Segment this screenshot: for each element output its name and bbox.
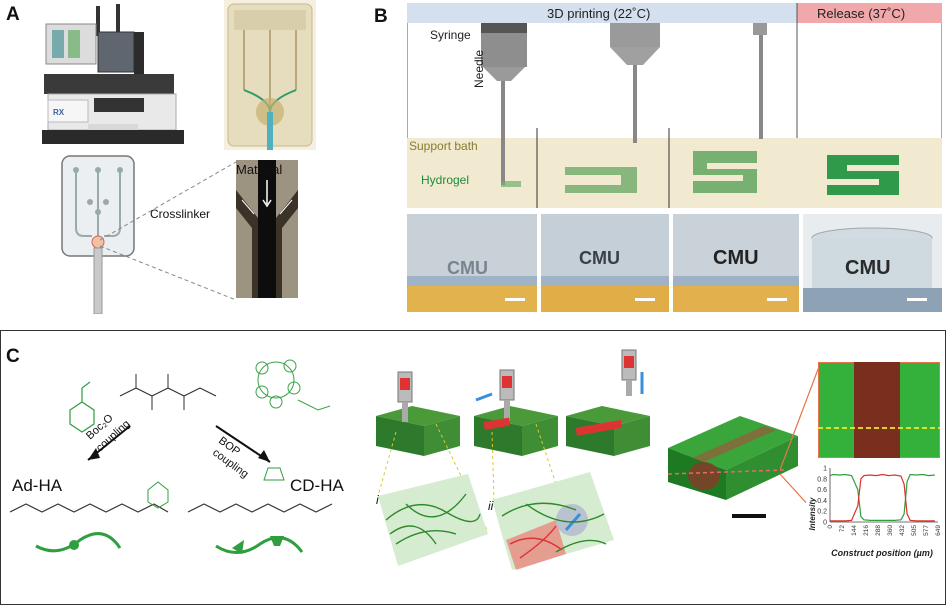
panel-b-label: B: [374, 6, 388, 27]
confocal-image: [818, 362, 940, 458]
ad-ha-label: Ad-HA: [12, 476, 63, 495]
support-bath-label: Support bath: [409, 139, 478, 153]
crosslinker-label: Crosslinker: [150, 207, 211, 221]
chip-schematic: [61, 155, 135, 314]
hydrogel-label: Hydrogel: [421, 173, 469, 187]
chart-ytick-label: 0.4: [817, 498, 827, 505]
microfluidic-chip-photo: [224, 0, 316, 150]
chart-ytick-label: 0.6: [817, 487, 827, 494]
bioprinter-photo: RX: [38, 4, 188, 152]
chart-ytick-label: 1: [823, 466, 827, 473]
intensity-chart: Intensity Construct position (µm) 0 0.2 0.…: [806, 462, 942, 560]
roman-i: i: [376, 493, 379, 507]
chart-xtick-label: 432: [899, 525, 906, 536]
needle-label: Needle: [472, 49, 486, 88]
syringe-label: Syringe: [430, 28, 471, 42]
photo-text-4: CMU: [845, 257, 891, 279]
panel-a-label: A: [6, 4, 20, 25]
photo-text-2: CMU: [579, 248, 620, 268]
junction-micrograph: [236, 160, 298, 298]
chart-xtick-label: 360: [887, 525, 894, 536]
chart-xtick-label: 505: [911, 525, 918, 536]
photo-text-1: CMU: [447, 258, 488, 278]
chart-xlabel: Construct position (µm): [831, 548, 933, 558]
chart-xtick-label: 577: [923, 525, 930, 536]
printing-photos: CMU CMU CMU CMU: [407, 214, 942, 312]
chart-xtick-label: 649: [935, 525, 942, 536]
chart-xtick-label: 216: [863, 525, 870, 536]
chart-xtick-label: 288: [875, 525, 882, 536]
panel-c-frame: [0, 330, 946, 605]
material-label: Material: [236, 162, 283, 177]
printer-badge: RX: [53, 108, 65, 117]
roman-ii: ii: [488, 499, 494, 513]
panel-c-label: C: [6, 346, 20, 367]
zoom-lines: [99, 161, 237, 301]
chart-series-line-0: [829, 473, 935, 522]
header-print: 3D printing (22˚C): [547, 6, 650, 21]
cd-ha-label: CD-HA: [290, 476, 344, 495]
chart-series-line-1: [830, 473, 935, 522]
chart-ytick-label: 0.8: [817, 476, 827, 483]
printing-schematic: 3D printing (22˚C) Release (37˚C) Suppor…: [407, 3, 942, 208]
header-release: Release (37˚C): [817, 6, 905, 21]
printing-cubes: i ii: [376, 349, 650, 570]
chemistry-scheme: Boc₂O coupling BOP coupling: [9, 359, 333, 554]
construct-render: [667, 416, 798, 518]
chart-xtick-label: 0: [827, 525, 834, 529]
chart-ytick-label: 0: [823, 520, 827, 527]
chart-ytick-label: 0.2: [817, 509, 827, 516]
chart-xtick-label: 144: [851, 525, 858, 536]
chart-xtick-label: 72: [839, 525, 846, 533]
photo-text-3: CMU: [713, 247, 759, 269]
chart-ylabel: Intensity: [808, 497, 817, 530]
